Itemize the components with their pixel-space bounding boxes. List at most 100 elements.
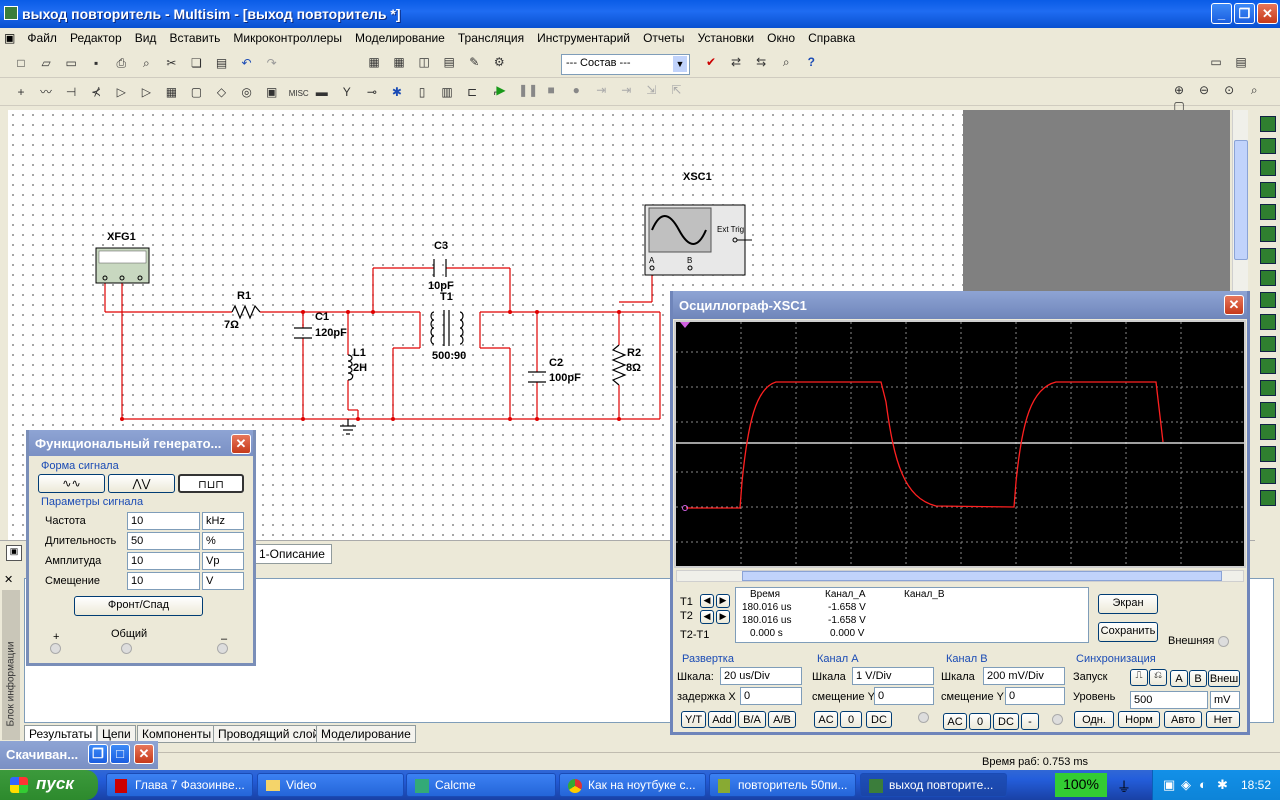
spreadsheet-icon[interactable]: ▦ [393, 55, 405, 69]
stop-icon[interactable]: ■ [547, 83, 555, 97]
trigger-normal-button[interactable]: Норм [1118, 711, 1160, 728]
amplitude-unit[interactable]: Vp [202, 552, 244, 570]
menu-window[interactable]: Окно [767, 31, 796, 45]
triangle-wave-button[interactable]: ⋀⋁ [108, 474, 175, 493]
print-icon[interactable]: ⎙ [116, 56, 127, 70]
redo-icon[interactable]: ↷ [266, 56, 277, 70]
electromech-icon[interactable]: ⊸ [366, 85, 377, 99]
scroll-thumb[interactable] [1234, 140, 1248, 260]
frequency-counter-icon[interactable] [1259, 248, 1276, 264]
trigger-single-button[interactable]: Одн. [1074, 711, 1114, 728]
source-icon[interactable]: + [17, 85, 25, 99]
zoom-out-icon[interactable]: ⊖ [1199, 83, 1210, 97]
probe-icon[interactable]: ▯ [418, 85, 426, 99]
menu-view[interactable]: Вид [134, 31, 157, 45]
basic-icon[interactable]: 〰 [40, 85, 53, 99]
misc-digital-icon[interactable]: ▢ [190, 85, 203, 99]
inuse-list-dropdown[interactable]: --- Состав --- ▼ [561, 54, 690, 75]
offset-unit[interactable]: V [202, 572, 244, 590]
paste-icon[interactable]: ▤ [215, 56, 228, 70]
download-mini-window[interactable]: Скачиван... [0, 741, 158, 769]
reverse-screen-button[interactable]: Экран [1098, 594, 1158, 614]
function-generator-titlebar[interactable]: Функциональный генерато... [29, 430, 253, 456]
analog-icon[interactable]: ▷ [116, 85, 126, 99]
tab-copper-layer[interactable]: Проводящий слой [213, 725, 325, 743]
bode-plotter-icon[interactable] [1259, 226, 1276, 242]
trace-scrollbar[interactable] [676, 570, 1244, 582]
menu-reports[interactable]: Отчеты [643, 31, 685, 45]
channel-b-invert-button[interactable]: - [1021, 713, 1039, 730]
bus-entry-icon[interactable]: ⌐ [493, 85, 501, 99]
oscilloscope-close-button[interactable]: ✕ [1224, 295, 1244, 315]
oscilloscope-titlebar[interactable]: Осциллограф-XSC1 [673, 291, 1247, 319]
trigger-source-a-button[interactable]: A [1170, 670, 1188, 687]
plug-icon[interactable]: ⏚ [1117, 779, 1131, 795]
new-icon[interactable]: □ [17, 56, 25, 70]
download-restore-button[interactable]: ❐ [88, 744, 108, 764]
step-over-icon[interactable]: ⇥ [621, 83, 632, 97]
menu-file[interactable]: Файл [27, 31, 57, 45]
transfer-icon[interactable]: ⇄ [731, 55, 742, 69]
timebase-scale-input[interactable]: 20 us/Div [720, 667, 802, 685]
power-icon[interactable]: ▣ [265, 85, 278, 99]
print-preview-icon[interactable]: ⌕ [142, 56, 150, 70]
misc-icon[interactable]: MISC [288, 89, 309, 98]
component-wizard-icon[interactable]: ✎ [469, 55, 480, 69]
menu-options[interactable]: Установки [697, 31, 755, 45]
frequency-input[interactable]: 10 [127, 512, 200, 530]
task-repeater[interactable]: повторитель 50пи... [709, 773, 856, 797]
channel-b-dc-button[interactable]: DC [993, 713, 1019, 730]
menu-edit[interactable]: Редактор [69, 31, 122, 45]
trigger-auto-button[interactable]: Авто [1164, 711, 1202, 728]
square-wave-button[interactable]: ⊓⊔⊓ [178, 474, 244, 493]
t1-right-arrow[interactable]: ▶ [716, 594, 730, 608]
download-maximize-button[interactable]: □ [110, 744, 130, 764]
backannotate-icon[interactable]: ⇆ [756, 55, 767, 69]
word-generator-icon[interactable] [1259, 270, 1276, 286]
trigger-none-button[interactable]: Нет [1206, 711, 1240, 728]
volume-icon[interactable]: ◐ [1199, 777, 1207, 792]
task-video[interactable]: Video [257, 773, 404, 797]
common-terminal[interactable] [121, 643, 132, 654]
network-analyzer-icon[interactable] [1259, 402, 1276, 418]
channel-b-terminal[interactable] [1052, 714, 1063, 725]
wattmeter-icon[interactable] [1259, 160, 1276, 176]
trigger-level-unit[interactable]: mV [1210, 691, 1240, 709]
tektronix-scope-icon[interactable] [1259, 490, 1276, 506]
offset-input[interactable]: 10 [127, 572, 200, 590]
design-toolbox-icon[interactable]: ▦ [368, 55, 380, 69]
zoom-in-icon[interactable]: ⊕ [1173, 83, 1185, 97]
function-generator-close-button[interactable]: ✕ [231, 434, 251, 454]
indicator-icon[interactable]: ◎ [241, 85, 252, 99]
external-trigger-terminal[interactable] [1218, 636, 1229, 647]
menu-tools[interactable]: Инструментарий [537, 31, 630, 45]
tab-nets[interactable]: Цепи [97, 725, 136, 743]
hierarchical-icon[interactable]: ▥ [441, 85, 453, 99]
step-icon[interactable]: ⇥ [596, 83, 607, 97]
panel-close-icon[interactable]: ✕ [4, 574, 14, 586]
menu-help[interactable]: Справка [808, 31, 856, 45]
minimize-button[interactable]: _ [1211, 3, 1232, 24]
cmos-icon[interactable]: ▦ [165, 85, 178, 99]
bluetooth-icon[interactable]: ✱ [1217, 777, 1228, 792]
design-tab-icon[interactable]: ▣ [6, 545, 22, 561]
postprocessor-icon[interactable]: ▤ [443, 55, 455, 69]
trigger-source-ext-button[interactable]: Внеш [1208, 670, 1240, 687]
agilent-scope-icon[interactable] [1259, 468, 1276, 484]
transistor-icon[interactable]: ⊀ [91, 85, 102, 99]
peripheral-icon[interactable]: ▬ [315, 85, 328, 99]
logic-converter-icon[interactable] [1259, 314, 1276, 330]
channel-a-scale-input[interactable]: 1 V/Div [852, 667, 934, 685]
ttl-icon[interactable]: ▷ [141, 85, 151, 99]
bus-icon[interactable]: ⊏ [467, 85, 478, 99]
erc-icon[interactable]: ✔ [705, 55, 717, 69]
zoom-search-icon[interactable]: ⌕ [782, 55, 790, 69]
logic-analyzer-icon[interactable] [1259, 292, 1276, 308]
spectrum-analyzer-icon[interactable] [1259, 380, 1276, 396]
iv-analyzer-icon[interactable] [1259, 336, 1276, 352]
distortion-analyzer-icon[interactable] [1259, 358, 1276, 374]
copy-icon[interactable]: ❏ [191, 56, 202, 70]
close-button[interactable]: ✕ [1257, 3, 1278, 24]
start-button[interactable]: пуск [0, 770, 98, 800]
plus-terminal[interactable] [50, 643, 61, 654]
